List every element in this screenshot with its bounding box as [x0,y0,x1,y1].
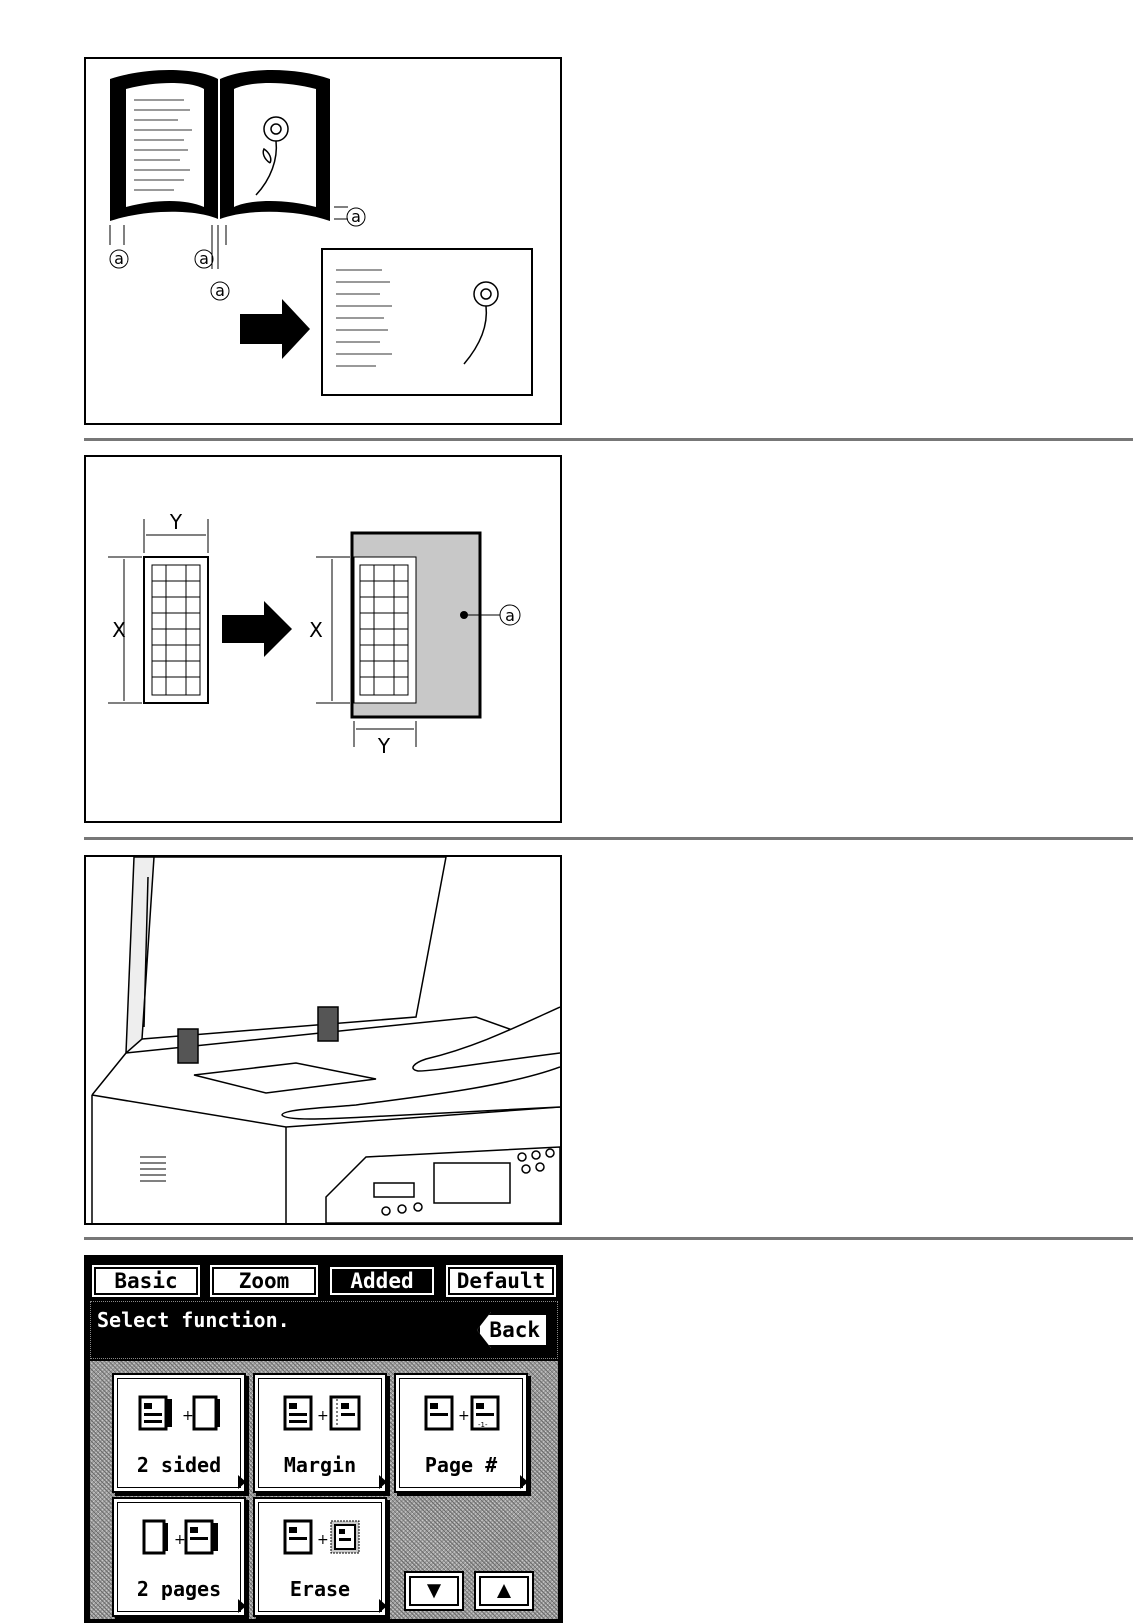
sheet-erase-figure: Y X X Y a [84,455,562,823]
svg-text:+: + [182,1408,194,1424]
copier-platen-figure [84,855,562,1225]
callout-a-3: a [215,281,225,300]
two-sided-label: 2 sided [114,1453,244,1477]
svg-text:+: + [174,1532,186,1548]
two-pages-icon: + [136,1517,226,1557]
callout-a-4: a [351,207,361,226]
svg-text:+: + [317,1532,329,1548]
margin-icon: + [277,1393,367,1433]
copier-platen-illustration [86,857,560,1223]
back-button[interactable]: Back [477,1312,549,1348]
section-divider [84,837,1133,840]
section-divider [84,1237,1133,1240]
page-number-icon: + -1- [418,1393,508,1433]
two-sided-button[interactable]: + 2 sided [112,1373,246,1493]
erase-button[interactable]: + Erase [253,1497,387,1617]
two-pages-label: 2 pages [114,1577,244,1601]
message-text: Select function. [97,1308,290,1332]
callout-a: a [505,606,515,625]
chevron-right-icon [520,1475,528,1489]
scroll-up-button[interactable]: ▲ [474,1571,534,1611]
svg-text:+: + [317,1408,329,1424]
arrow-icon [222,601,292,657]
page-number-button[interactable]: + -1- Page # [394,1373,528,1493]
book-erase-figure: a a a a [84,57,562,425]
label-x-2: X [309,618,323,642]
page-number-label: Page # [396,1453,526,1477]
section-divider [84,438,1133,441]
tab-bar: Basic Zoom Added Default [90,1263,558,1301]
erase-icon: + [277,1517,367,1557]
chevron-right-icon [379,1599,387,1613]
touch-panel-screen: Basic Zoom Added Default Select function… [84,1255,563,1623]
erase-label: Erase [255,1577,385,1601]
label-x-1: X [112,618,126,642]
two-pages-button[interactable]: + 2 pages [112,1497,246,1617]
sheet-erase-diagram: Y X X Y a [86,457,560,821]
duplex-icon: + [136,1393,226,1433]
margin-label: Margin [255,1453,385,1477]
margin-button[interactable]: + Margin [253,1373,387,1493]
book-copy-diagram: a a a a [86,59,560,423]
arrow-icon [240,299,310,359]
tab-zoom[interactable]: Zoom [208,1263,320,1299]
svg-text:-1-: -1- [478,1421,488,1429]
callout-a-2: a [199,249,209,268]
tab-default[interactable]: Default [444,1263,558,1299]
scroll-down-button[interactable]: ▼ [404,1571,464,1611]
tab-added[interactable]: Added [326,1263,438,1299]
tab-basic[interactable]: Basic [90,1263,202,1299]
label-y-1: Y [169,510,183,534]
chevron-right-icon [238,1599,246,1613]
message-bar: Select function. Back [90,1301,558,1359]
function-grid: + 2 sided + Margin [90,1361,558,1619]
chevron-right-icon [379,1475,387,1489]
label-y-2: Y [377,734,391,758]
chevron-right-icon [238,1475,246,1489]
svg-text:+: + [458,1408,470,1424]
callout-a-1: a [114,249,124,268]
